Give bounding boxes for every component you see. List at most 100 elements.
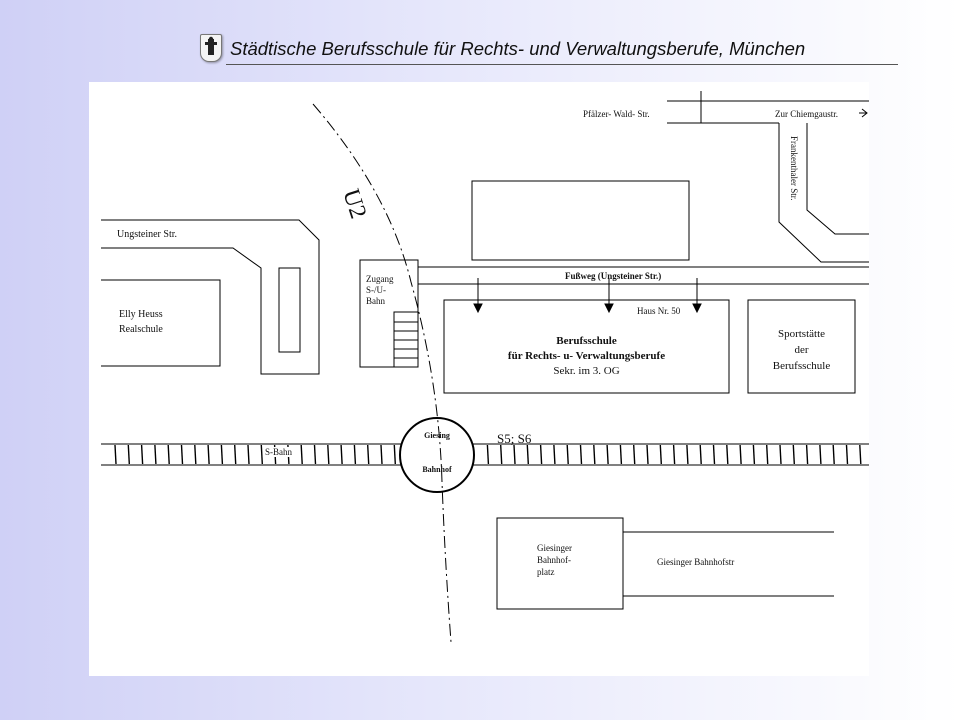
- rail-tie: [805, 444, 809, 465]
- rail-tie: [845, 444, 849, 465]
- rail-tie: [832, 444, 835, 465]
- rail-tie: [500, 444, 503, 465]
- ungsteiner-street-line: [101, 219, 320, 375]
- rail-tie: [194, 444, 197, 465]
- rail-tie: [739, 444, 742, 465]
- rail-tie: [220, 444, 224, 465]
- rail-tie: [340, 444, 343, 465]
- sportstaette-line: Sportstätte: [777, 328, 826, 340]
- arrow-icon: [473, 303, 483, 314]
- haus-nr-label: Haus Nr. 50: [637, 306, 681, 316]
- realschule-line: Realschule: [119, 324, 163, 335]
- berufsschule-subtitle: für Rechts- u- Verwaltungsberufe: [507, 350, 666, 362]
- rail-tie: [247, 444, 250, 465]
- rail-tie: [167, 444, 170, 465]
- rail-tie: [646, 444, 649, 465]
- zugang-line: Bahn: [366, 296, 385, 306]
- rail-tie: [526, 444, 529, 465]
- rail-tie: [566, 444, 569, 465]
- arrow-icon: [604, 303, 614, 314]
- rail-tie: [633, 444, 636, 465]
- page-title: Städtische Berufsschule für Rechts- und …: [230, 38, 806, 59]
- sportstaette-label: Sportstätte der Berufsschule: [753, 326, 850, 374]
- rail-tie: [300, 444, 303, 465]
- bahnhofplatz-label: Giesinger Bahnhof- platz: [537, 542, 572, 578]
- zugang-line: S-/U-: [366, 285, 386, 295]
- header: Städtische Berufsschule für Rechts- und …: [196, 32, 900, 68]
- rail-tie: [180, 444, 184, 465]
- rail-tie: [234, 444, 237, 465]
- top-building: [471, 180, 690, 261]
- giesing-station-bottom-label: Bahnhof: [422, 465, 452, 474]
- rail-tie: [154, 444, 157, 465]
- sportstaette-building: [747, 299, 856, 394]
- rail-tie: [779, 444, 782, 465]
- rail-tie: [380, 444, 383, 465]
- frankenthaler-street-line: [778, 123, 869, 263]
- rail-tie: [606, 444, 609, 465]
- bahnhofplatz-line: Bahnhof-: [537, 555, 571, 565]
- rail-tie: [260, 444, 263, 465]
- rail-tie: [393, 444, 396, 465]
- street-label-giesinger-bahnhofstr: Giesinger Bahnhofstr: [657, 557, 735, 567]
- sbahn-ties: [114, 444, 862, 465]
- munich-coat-of-arms-icon: [200, 34, 222, 62]
- zugang-line: Zugang: [366, 274, 394, 284]
- rail-tie: [659, 444, 662, 465]
- sbahn-label: S-Bahn: [264, 447, 293, 457]
- berufsschule-label: Berufsschule für Rechts- u- Verwaltungsb…: [469, 334, 704, 379]
- rail-tie: [766, 444, 769, 465]
- bahnhofplatz-area: [496, 517, 624, 610]
- rail-tie: [672, 444, 676, 465]
- rail-tie: [792, 444, 795, 465]
- berufsschule-building: [443, 299, 730, 394]
- frankenthaler-street-line: [806, 123, 869, 235]
- rail-tie: [353, 444, 357, 465]
- street-label-frankenthaler: Frankenthaler Str.: [789, 136, 799, 201]
- rail-tie: [619, 444, 623, 465]
- u2-line: [312, 103, 452, 643]
- berufsschule-office: Sekr. im 3. OG: [553, 365, 620, 377]
- rail-tie: [539, 444, 543, 465]
- sportstaette-line: der: [794, 344, 809, 356]
- bahnhofplatz-line: Giesinger: [537, 543, 572, 553]
- ungsteiner-median: [278, 267, 301, 353]
- rail-tie: [553, 444, 556, 465]
- street-label-pfaelzer-wald: Pfälzer- Wald- Str.: [583, 109, 650, 119]
- street-label-chiemgau: Zur Chiemgaustr.: [775, 109, 838, 119]
- rail-tie: [140, 444, 144, 465]
- rail-tie: [699, 444, 702, 465]
- s5-s6-label: S5; S6: [497, 431, 532, 446]
- rail-tie: [579, 444, 583, 465]
- chiemgau-arrow-icon: [861, 108, 868, 118]
- rail-tie: [712, 444, 716, 465]
- title-underline: [226, 64, 898, 65]
- location-map: Pfälzer- Wald- Str. Zur Chiemgaustr. Fra…: [89, 82, 869, 676]
- rail-tie: [327, 444, 330, 465]
- rail-tie: [752, 444, 756, 465]
- sportstaette-line: Berufsschule: [772, 360, 831, 372]
- bahnhofplatz-line: platz: [537, 567, 555, 577]
- realschule-label: Elly Heuss Realschule: [119, 307, 163, 337]
- rail-tie: [313, 444, 317, 465]
- rail-tie: [859, 444, 862, 465]
- rail-tie: [127, 444, 130, 465]
- rail-tie: [819, 444, 822, 465]
- arrow-icon: [692, 303, 702, 314]
- rail-tie: [513, 444, 516, 465]
- realschule-building: [101, 279, 221, 367]
- rail-tie: [726, 444, 729, 465]
- rail-tie: [593, 444, 596, 465]
- giesing-station-circle: [399, 417, 475, 493]
- rail-tie: [114, 444, 117, 465]
- map-drawing: [101, 91, 869, 643]
- street-label-ungsteiner: Ungsteiner Str.: [117, 229, 177, 240]
- rail-tie: [367, 444, 370, 465]
- giesing-station-top-label: Giesing: [424, 431, 450, 440]
- fussweg-label: Fußweg (Ungsteiner Str.): [565, 271, 662, 281]
- rail-tie: [486, 444, 490, 465]
- realschule-line: Elly Heuss: [119, 309, 163, 320]
- rail-tie: [686, 444, 689, 465]
- rail-tie: [207, 444, 210, 465]
- zugang-label: Zugang S-/U- Bahn: [366, 274, 394, 307]
